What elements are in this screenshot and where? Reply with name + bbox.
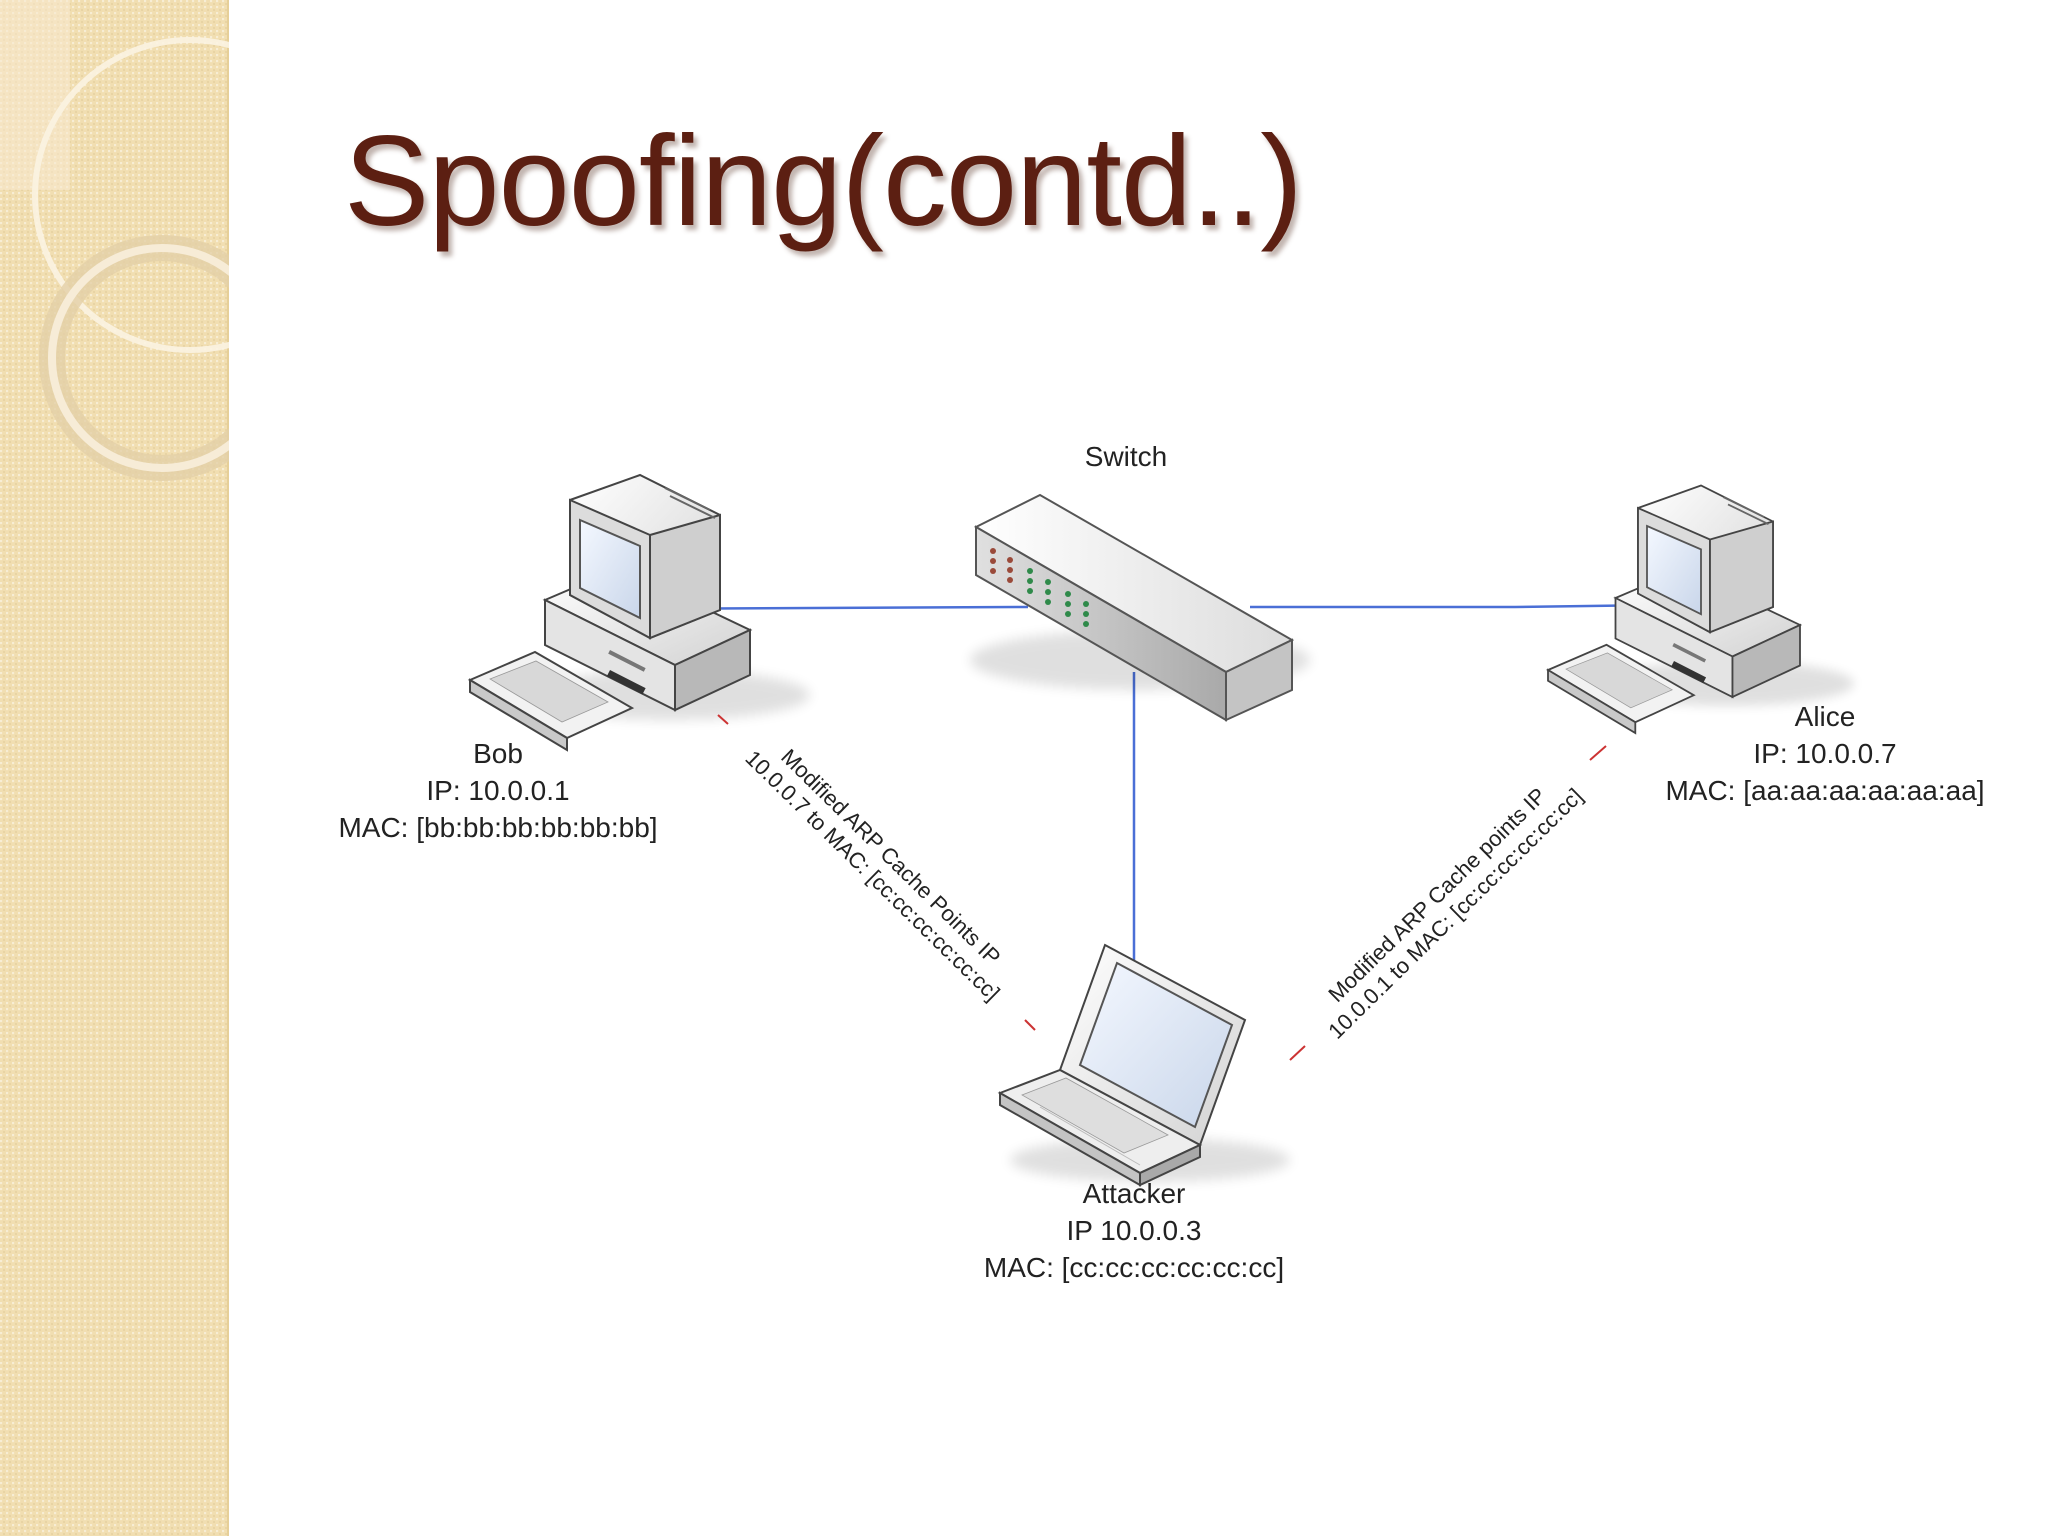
- attacker-mac: MAC: [cc:cc:cc:cc:cc:cc]: [984, 1252, 1284, 1283]
- alice-ip: IP: 10.0.0.7: [1753, 738, 1896, 769]
- attacker-ip: IP 10.0.0.3: [1067, 1215, 1202, 1246]
- bob-computer: [467, 473, 810, 752]
- bob-ip: IP: 10.0.0.1: [426, 775, 569, 806]
- poison-alice-line1: Modified ARP Cache points IP: [1323, 783, 1550, 1007]
- switch-label: Switch: [1085, 441, 1167, 472]
- attacker-name: Attacker: [1083, 1178, 1186, 1209]
- bob-mac: MAC: [bb:bb:bb:bb:bb:bb]: [338, 812, 657, 843]
- poison-link-alice: Modified ARP Cache points IP 10.0.0.1 to…: [1289, 745, 1607, 1061]
- poison-bob-line1: Modified ARP Cache Points IP: [776, 744, 1005, 970]
- laptop-icon: [997, 943, 1290, 1187]
- switch-port-leds: [990, 548, 1089, 627]
- poison-bob-line2: 10.0.0.7 to MAC: [cc:cc:cc:cc:cc:cc]: [740, 745, 1004, 1005]
- bob-name: Bob: [473, 738, 523, 769]
- desktop-computer-icon: [467, 473, 810, 752]
- poison-alice-line2: 10.0.0.1 to MAC: [cc:cc:cc:cc:cc:cc]: [1323, 783, 1587, 1043]
- decorative-side-band: [0, 0, 229, 1536]
- decorative-rings: [0, 0, 229, 481]
- alice-computer: [1546, 484, 1854, 735]
- poison-link-bob: Modified ARP Cache Points IP 10.0.0.7 to…: [717, 714, 1036, 1031]
- desktop-computer-icon: [1546, 484, 1854, 735]
- alice-name: Alice: [1795, 701, 1856, 732]
- link-switch-alice: [1250, 603, 1666, 609]
- network-switch-icon: [970, 493, 1310, 722]
- alice-mac: MAC: [aa:aa:aa:aa:aa:aa]: [1665, 775, 1984, 806]
- slide-title: Spoofing(contd..): [344, 110, 1303, 253]
